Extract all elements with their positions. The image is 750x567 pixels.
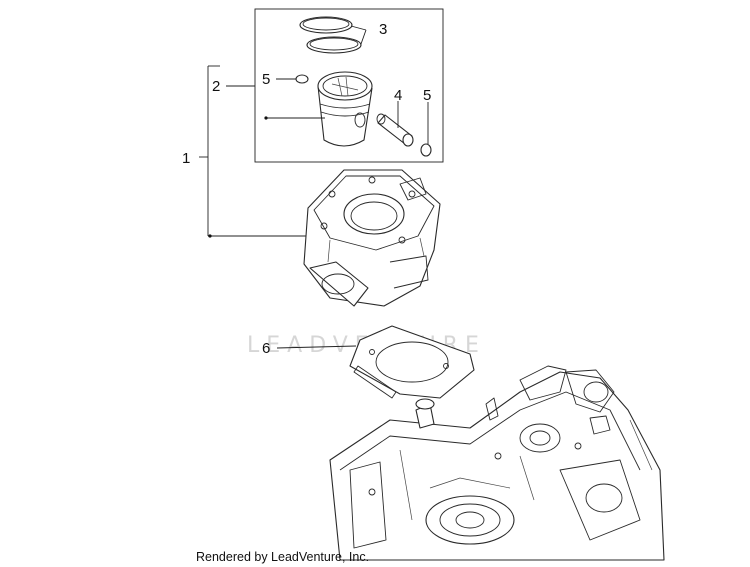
callout-5-left: 5	[262, 71, 270, 88]
cylinder	[303, 169, 441, 307]
engine-crankcase	[329, 365, 665, 561]
callout-5-right: 5	[423, 87, 431, 104]
bracket-1	[199, 65, 310, 238]
callout-1: 1	[182, 150, 190, 167]
callout-3: 3	[379, 21, 387, 38]
callout-2: 2	[212, 78, 220, 95]
piston-rings	[299, 16, 367, 54]
piston-pin	[376, 101, 414, 147]
piston	[264, 71, 373, 147]
circlip-left	[276, 74, 309, 84]
callout-4: 4	[394, 87, 402, 104]
cylinder-base-gasket	[276, 325, 475, 399]
footer-credit: Rendered by LeadVenture, Inc.	[196, 550, 369, 564]
circlip-right	[420, 102, 432, 157]
callout-6: 6	[262, 340, 270, 357]
piston-kit-box	[254, 8, 444, 163]
